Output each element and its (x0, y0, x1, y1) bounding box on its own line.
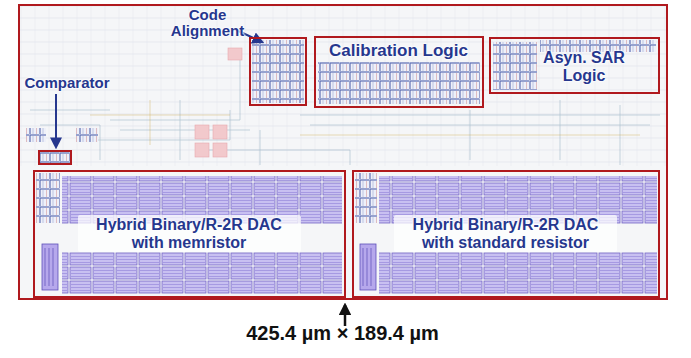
dac-block: Hybrid Binary/R-2R DAC with standard res… (352, 170, 660, 298)
calibration-block: Calibration Logic (314, 36, 484, 108)
leader-arrow (55, 94, 57, 147)
comparator-block: Comparator (38, 150, 72, 165)
block-label: Hybrid Binary/R-2R DAC with memristor (78, 215, 301, 253)
sar-logic-block: Asyn. SAR Logic (489, 37, 660, 94)
block-label: Comparator (25, 75, 110, 92)
block-label: Code Alignment (158, 7, 258, 41)
dimension-label: 425.4 µm × 189.4 µm (18, 322, 668, 344)
block-label: Asyn. SAR Logic (529, 49, 639, 85)
block-label: Hybrid Binary/R-2R DAC with standard res… (394, 215, 617, 253)
dac-block: Hybrid Binary/R-2R DAC with memristor (33, 170, 346, 298)
block-label: Calibration Logic (329, 41, 468, 60)
code-alignment-block: Code Alignment (249, 37, 307, 106)
die-outline: 425.4 µm × 189.4 µmCode AlignmentCompara… (18, 4, 668, 300)
